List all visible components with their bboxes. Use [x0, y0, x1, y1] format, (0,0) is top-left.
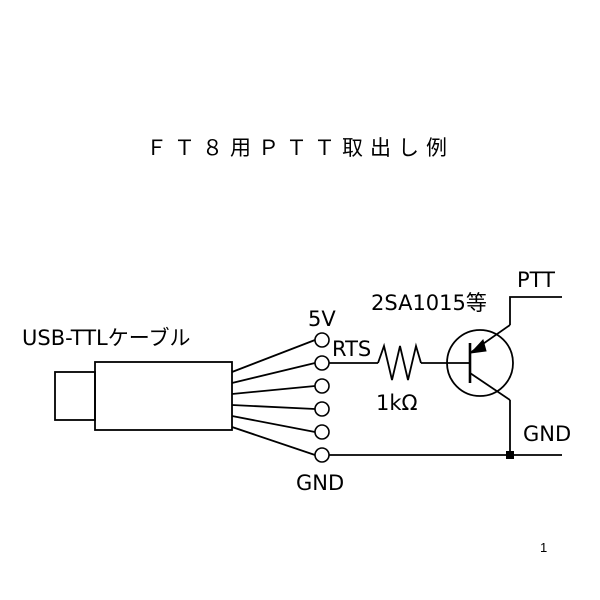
ptt-wire [509, 296, 562, 325]
resistor-label: 1kΩ [376, 391, 418, 415]
junction-dot [506, 451, 514, 459]
cable-wires [231, 339, 316, 456]
connector-pins [314, 332, 330, 463]
page-title: ＦＴ８用ＰＴＴ取出し例 [146, 136, 454, 160]
pin-5v [314, 332, 330, 348]
gnd-out-label: GND [523, 422, 571, 446]
resistor-symbol [377, 342, 422, 381]
pin-gnd-label: GND [296, 471, 344, 495]
pin-5v-label: 5V [308, 307, 336, 331]
pin-3 [314, 378, 330, 394]
pin-5 [314, 424, 330, 440]
transistor-label: 2SA1015等 [371, 291, 487, 315]
cable-label: USB-TTLケーブル [22, 326, 190, 350]
usb-ttl-cable [54, 361, 233, 431]
pin-rts-label: RTS [332, 337, 371, 361]
pin-rts [314, 355, 330, 371]
pin-gnd [314, 447, 330, 463]
pin-4 [314, 401, 330, 417]
page-number: 1 [540, 540, 547, 555]
transistor-symbol [446, 324, 514, 401]
ptt-label: PTT [517, 268, 555, 292]
